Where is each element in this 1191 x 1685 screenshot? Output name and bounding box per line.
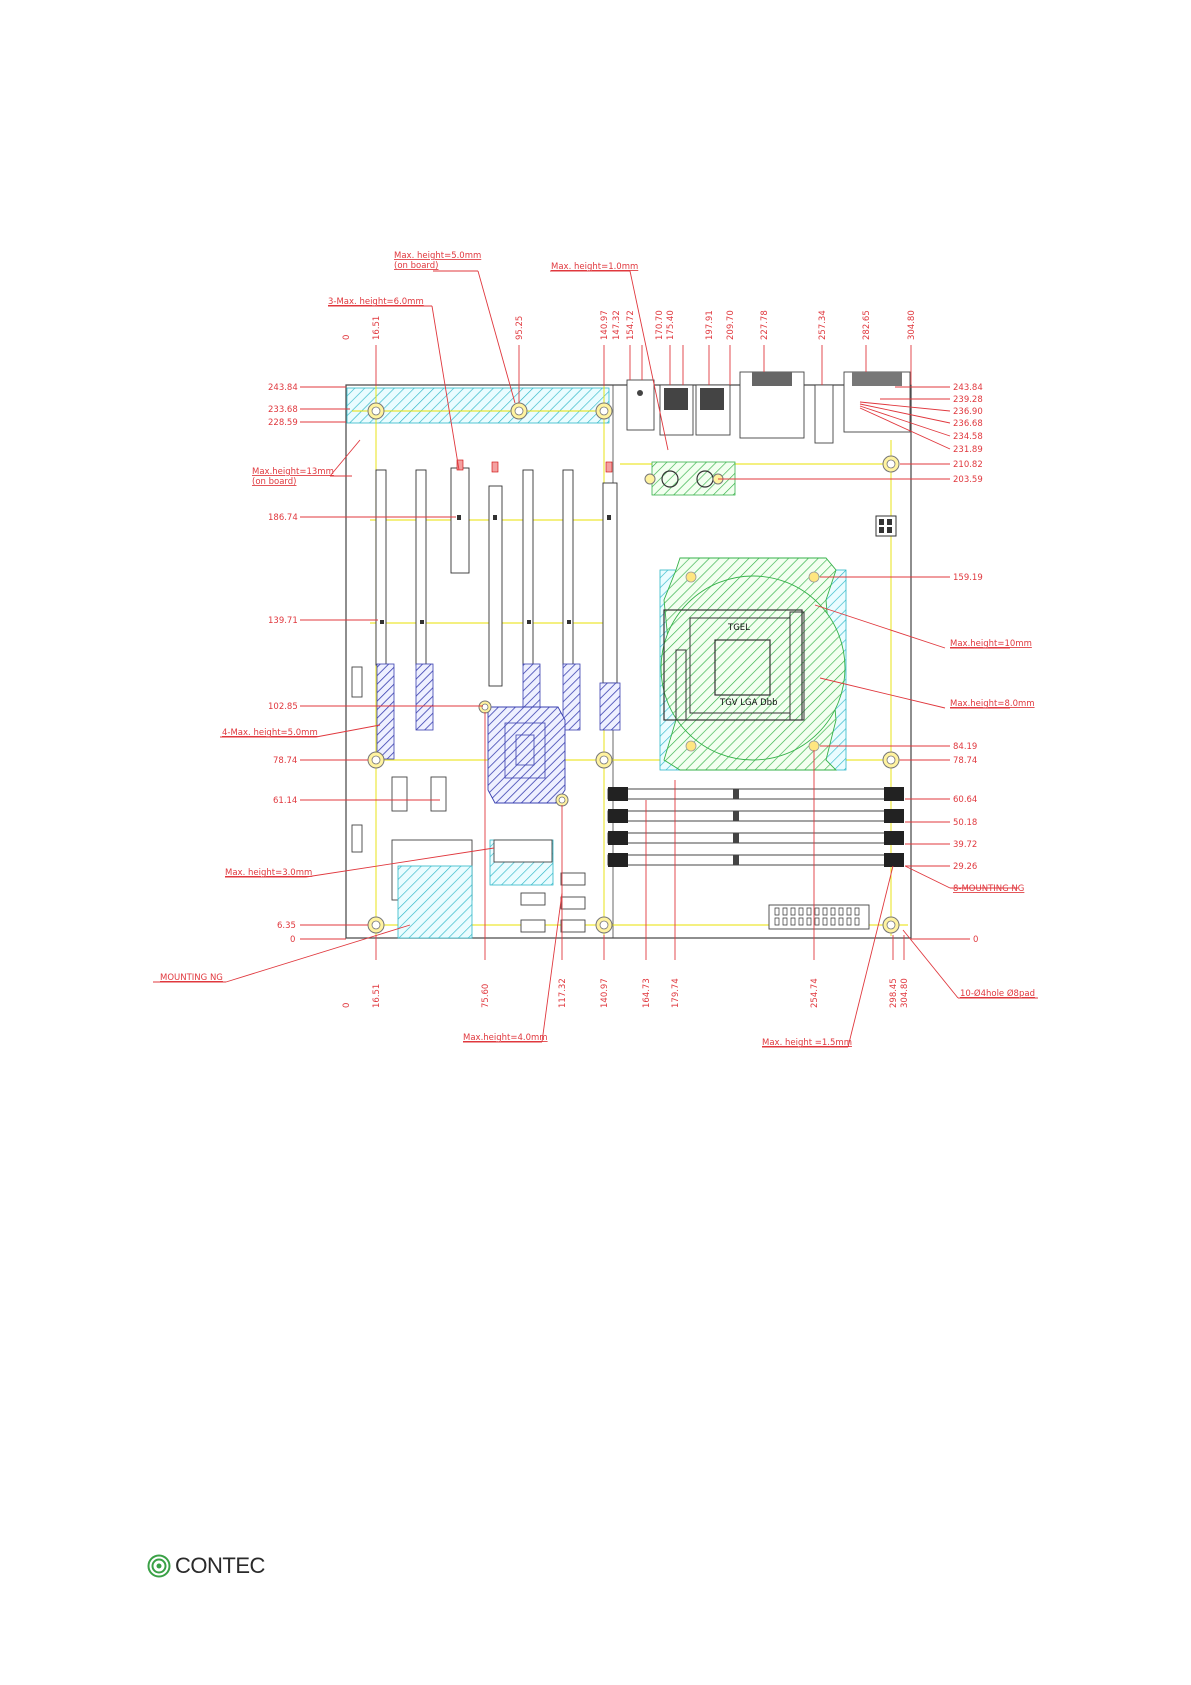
note-max-3: Max. height=3.0mm xyxy=(225,868,312,878)
dim-right-24384: 243.84 xyxy=(953,383,983,393)
contec-logo-icon xyxy=(147,1554,171,1578)
note-max-13: Max.height=13mm xyxy=(252,467,334,477)
dim-left-10285: 102.85 xyxy=(268,702,298,712)
header xyxy=(351,824,363,853)
dim-left-7874: 78.74 xyxy=(273,756,297,766)
dim-top-20970: 209.70 xyxy=(726,310,736,340)
io-connectors xyxy=(626,371,911,444)
dim-bottom-25474: 254.74 xyxy=(810,978,820,1008)
dim-left-635: 6.35 xyxy=(277,921,296,931)
fpc-connector xyxy=(493,839,553,863)
dim-left-18674: 186.74 xyxy=(268,513,298,523)
mounting-holes xyxy=(367,402,900,934)
dim-right-23928: 239.28 xyxy=(953,395,983,405)
dim-right-3972: 39.72 xyxy=(953,840,977,850)
io-keepout-zone xyxy=(346,387,610,424)
note-mount-ng: MOUNTING NG xyxy=(160,973,223,983)
note-max-1: Max. height=1.0mm xyxy=(551,262,638,272)
dim-bottom-14097: 140.97 xyxy=(600,978,610,1008)
right-dimension-leaders xyxy=(718,386,970,940)
dim-top-25734: 257.34 xyxy=(818,310,828,340)
note-max-8: Max.height=8.0mm xyxy=(950,699,1035,709)
dim-bottom-30480: 304.80 xyxy=(900,978,910,1008)
expansion-slots xyxy=(375,459,618,687)
top-dimension-leaders xyxy=(375,345,912,403)
dim-right-15919: 159.19 xyxy=(953,573,983,583)
dim-left-22859: 228.59 xyxy=(268,418,298,428)
dim-right-6064: 60.64 xyxy=(953,795,977,805)
note-max-4: Max.height=4.0mm xyxy=(463,1033,548,1043)
dim-right-0: 0 xyxy=(973,935,978,945)
dim-bottom-17974: 179.74 xyxy=(671,978,681,1008)
note-max-5-onboard-sub: (on board) xyxy=(394,261,438,271)
dim-top-14732: 147.32 xyxy=(612,310,622,340)
dim-top-14097: 140.97 xyxy=(600,310,610,340)
dim-top-15472: 154.72 xyxy=(626,310,636,340)
dim-bottom-16473: 164.73 xyxy=(642,978,652,1008)
note-max-15: Max. height =1.5mm xyxy=(762,1038,852,1048)
dim-right-2926: 29.26 xyxy=(953,862,977,872)
dim-left-13971: 139.71 xyxy=(268,616,298,626)
dim-right-5018: 50.18 xyxy=(953,818,977,828)
cf-card-keepout xyxy=(397,865,473,939)
header xyxy=(391,776,408,812)
note-max-10: Max.height=10mm xyxy=(950,639,1032,649)
left-dimension-leaders xyxy=(300,386,483,940)
callout-leaders xyxy=(153,270,1038,1048)
dim-top-1651: 16.51 xyxy=(372,316,382,340)
socket-label: TGV LGA Dbb xyxy=(719,698,777,708)
dim-top-17070: 170.70 xyxy=(655,310,665,340)
dim-bottom-0: 0 xyxy=(342,1003,352,1008)
note-max-6: 3-Max. height=6.0mm xyxy=(328,297,424,307)
cpu-socket xyxy=(663,609,803,721)
dim-right-23668: 236.68 xyxy=(953,419,983,429)
note-mount-ng-8: 8-MOUNTING NG xyxy=(953,884,1024,894)
bottom-dimension-values: 0 16.51 75.60 117.32 140.97 164.73 179.7… xyxy=(342,978,910,1008)
dim-right-20359: 203.59 xyxy=(953,475,983,485)
note-max-5-onboard: Max. height=5.0mm xyxy=(394,251,481,261)
note-max-5-4: 4-Max. height=5.0mm xyxy=(222,728,318,738)
dim-bottom-11732: 117.32 xyxy=(558,978,568,1008)
contec-logo: CONTEC xyxy=(147,1553,265,1579)
dim-top-19791: 197.91 xyxy=(705,310,715,340)
callout-notes: Max. height=5.0mm (on board) Max. height… xyxy=(160,251,1035,1048)
dim-left-23368: 233.68 xyxy=(268,405,298,415)
note-max-13-sub: (on board) xyxy=(252,477,296,487)
dim-top-0: 0 xyxy=(342,335,352,340)
right-dimension-values: 243.84 239.28 236.90 236.68 234.58 231.8… xyxy=(953,383,983,945)
dim-top-22778: 227.78 xyxy=(760,310,770,340)
dimm-slots xyxy=(607,787,904,867)
dim-right-8419: 84.19 xyxy=(953,742,977,752)
note-hole-spec: 10-Ø4hole Ø8pad xyxy=(960,988,1035,999)
top-dimension-values: 0 16.51 95.25 140.97 147.32 154.72 170.7… xyxy=(342,310,917,340)
left-dimension-values: 243.84 233.68 228.59 186.74 139.71 102.8… xyxy=(268,383,298,945)
brand-name: CONTEC xyxy=(175,1553,265,1578)
dim-top-9525: 95.25 xyxy=(515,316,525,340)
dim-right-7874: 78.74 xyxy=(953,756,977,766)
dim-right-23458: 234.58 xyxy=(953,432,983,442)
dim-bottom-29845: 298.45 xyxy=(889,978,899,1008)
dim-right-23189: 231.89 xyxy=(953,445,983,455)
dim-left-24384: 243.84 xyxy=(268,383,298,393)
header xyxy=(351,666,363,698)
dim-right-21082: 210.82 xyxy=(953,460,983,470)
dim-right-23690: 236.90 xyxy=(953,407,983,417)
socket-label-2: TGEL xyxy=(727,623,750,633)
dim-bottom-1651: 16.51 xyxy=(372,984,382,1008)
dim-bottom-7560: 75.60 xyxy=(481,984,491,1008)
bottom-dimension-leaders xyxy=(375,712,905,960)
dim-top-17540: 175.40 xyxy=(666,310,676,340)
dim-top-28265: 282.65 xyxy=(862,310,872,340)
dim-left-0: 0 xyxy=(290,935,295,945)
header xyxy=(430,776,447,812)
dim-top-30480: 304.80 xyxy=(907,310,917,340)
dim-left-6114: 61.14 xyxy=(273,796,297,806)
chipset-heatsink xyxy=(487,706,566,804)
